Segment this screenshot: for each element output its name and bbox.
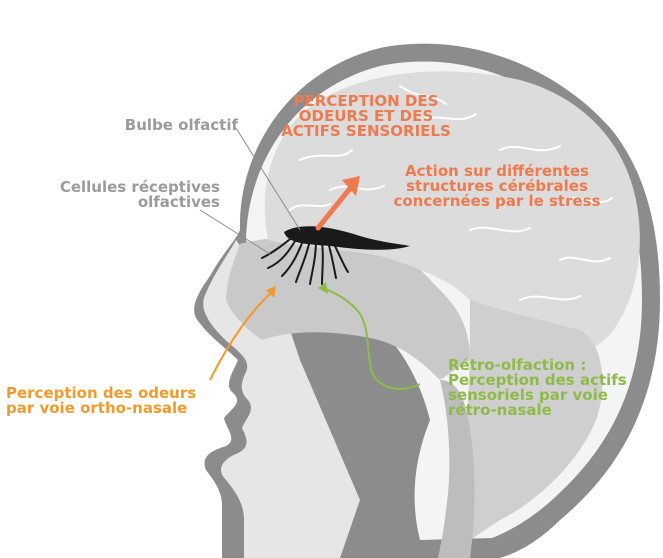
retro-line-4: rétro-nasale [448, 401, 552, 419]
bulbe-pointer-line [235, 127, 301, 231]
arrow-up-right-icon [315, 176, 360, 231]
action-line-2: structures cérébrales [406, 177, 588, 195]
cellules-receptives-label: Cellules réceptives olfactives [20, 180, 220, 210]
retro-olfaction-label: Rétro-olfaction : Perception des actifs … [448, 358, 648, 418]
cellules-line-2: olfactives [137, 193, 220, 211]
spinal-column [438, 380, 475, 558]
retro-line-2: Perception des actifs [448, 371, 627, 389]
brain-folds [289, 85, 613, 301]
action-line-1: Action sur différentes [405, 162, 589, 180]
nasal-cavity [226, 236, 470, 380]
perception-top-label: PERCEPTION DES ODEURS ET DES ACTIFS SENS… [276, 94, 456, 139]
perception-top-line-2: ODEURS ET DES [298, 107, 434, 125]
cellules-line-1: Cellules réceptives [59, 178, 220, 196]
retro-nasal-arrow-icon [318, 282, 421, 390]
ortho-nasal-arrow-icon [209, 286, 276, 381]
action-line-3: concernées par le stress [393, 192, 601, 210]
ortho-nasale-label: Perception des odeurs par voie ortho-nas… [6, 386, 236, 416]
ortho-line-2: par voie ortho-nasale [6, 399, 188, 417]
perception-top-line-3: ACTIFS SENSORIELS [281, 122, 451, 140]
bulbe-line-1: Bulbe olfactif [124, 116, 238, 134]
retro-line-3: sensoriels par voie [448, 386, 608, 404]
retro-line-1: Rétro-olfaction : [448, 356, 587, 374]
action-label: Action sur différentes structures cérébr… [370, 164, 624, 209]
cellules-pointer-line [199, 209, 271, 255]
receptor-cells [261, 235, 349, 285]
bulbe-olfactif-label: Bulbe olfactif [98, 118, 238, 133]
ortho-line-1: Perception des odeurs [6, 384, 197, 402]
brain [264, 71, 640, 357]
perception-top-line-1: PERCEPTION DES [293, 92, 439, 110]
brainstem [460, 300, 603, 540]
